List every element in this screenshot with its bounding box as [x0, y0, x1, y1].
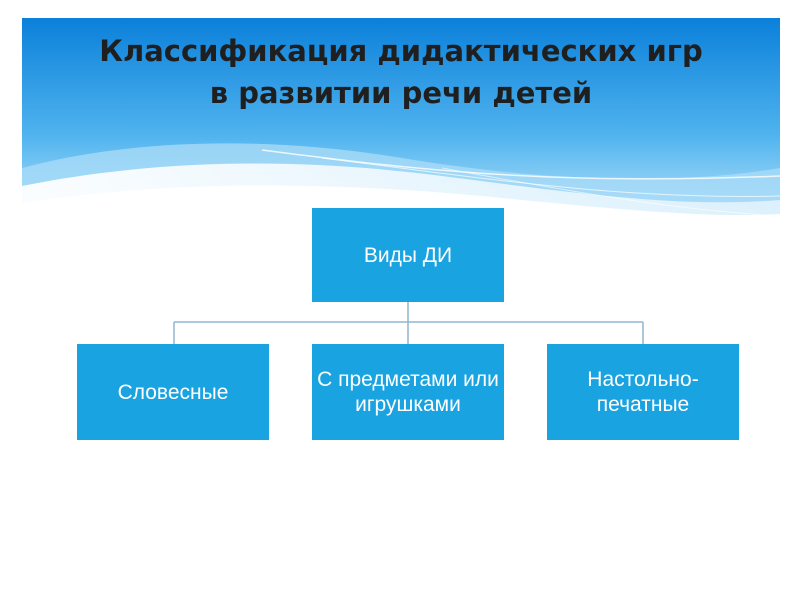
- title-line-2: в развитии речи детей: [209, 76, 593, 110]
- node-child-s-predmetami: С предметами или игрушками: [312, 344, 504, 440]
- node-child-nastolno-pechatnye: Настольно-печатные: [547, 344, 739, 440]
- node-child-slovesnye: Словесные: [77, 344, 269, 440]
- node-root-label: Виды ДИ: [363, 243, 453, 267]
- node-root-vidy-di: Виды ДИ: [312, 208, 504, 302]
- node-child-3-label: Настольно-печатные: [587, 368, 699, 416]
- header-wave-background: [22, 18, 780, 230]
- slide-title: Классификация дидактических игр в развит…: [22, 30, 780, 114]
- node-child-1-label: Словесные: [117, 380, 229, 404]
- node-child-2-label: С предметами или игрушками: [317, 368, 499, 416]
- title-line-1: Классификация дидактических игр: [99, 34, 703, 68]
